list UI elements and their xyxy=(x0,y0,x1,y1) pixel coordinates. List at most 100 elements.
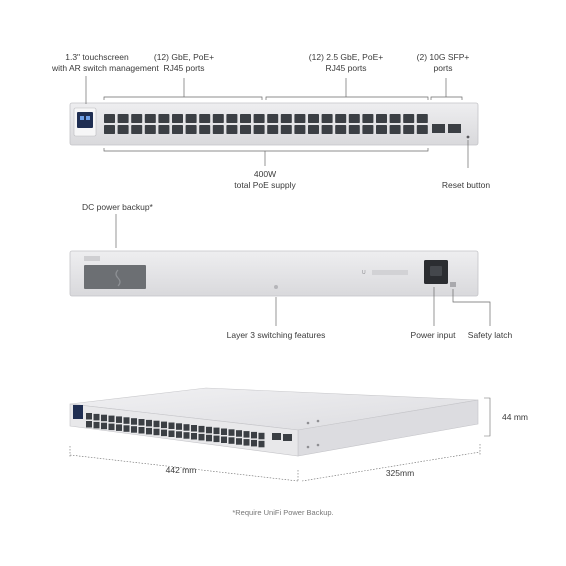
perspective-rj45-port xyxy=(198,433,205,441)
gbe-ports-label-line2: RJ45 ports xyxy=(163,63,205,73)
touchscreen-label-line1: 1.3" touchscreen xyxy=(65,52,129,62)
perspective-rj45-port xyxy=(116,416,122,423)
perspective-rj45-port xyxy=(236,430,242,437)
poe-supply-label: 400W total PoE supply xyxy=(222,169,308,191)
rj45-port xyxy=(185,114,197,123)
touchscreen-label: 1.3" touchscreen with AR switch manageme… xyxy=(52,52,159,74)
rack-screw-icon xyxy=(306,421,310,425)
perspective-rj45-port xyxy=(101,414,107,422)
rj45-port xyxy=(172,125,183,134)
perspective-rj45-port xyxy=(206,426,212,434)
perspective-rj45-port xyxy=(251,431,257,439)
rj45-port xyxy=(212,114,224,123)
perspective-sfp-port xyxy=(272,433,281,440)
sfp-port xyxy=(432,124,445,133)
dc-power-backup-port xyxy=(84,265,146,289)
perspective-sfp-port xyxy=(283,434,292,441)
perspective-rj45-port xyxy=(176,431,182,438)
perspective-rj45-port xyxy=(191,433,197,440)
rj45-port xyxy=(212,125,224,134)
perspective-rj45-port xyxy=(138,419,145,426)
ubiquiti-logo-icon: U xyxy=(362,270,366,276)
rj45-port xyxy=(308,125,319,134)
rj45-port xyxy=(131,114,143,123)
front-view xyxy=(69,102,479,146)
perspective-rj45-port xyxy=(258,440,265,448)
perspective-rj45-port xyxy=(131,418,137,425)
perspective-rj45-port xyxy=(123,425,130,432)
perspective-rj45-port xyxy=(108,415,115,423)
sfp-ports-label-line2: ports xyxy=(433,63,453,73)
perspective-rj45-port xyxy=(213,427,220,435)
rear-view: U xyxy=(69,250,479,297)
rj45-port xyxy=(104,125,115,134)
layer3-label: Layer 3 switching features xyxy=(226,330,326,340)
rj45-port xyxy=(389,125,401,134)
perspective-rj45-port xyxy=(153,428,160,436)
perspective-rj45-port xyxy=(206,434,212,442)
gbe25-ports-label-line2: RJ45 ports xyxy=(325,63,367,73)
safety-latch-label: Safety latch xyxy=(467,330,513,340)
rj45-port xyxy=(158,125,170,134)
rj45-port xyxy=(321,125,333,134)
perspective-rj45-port xyxy=(221,436,227,443)
perspective-rj45-port xyxy=(153,420,160,428)
gbe-bracket-line xyxy=(103,96,263,100)
perspective-rj45-port xyxy=(176,423,182,430)
rj45-port xyxy=(144,125,156,134)
sfp-bracket-line xyxy=(430,96,463,100)
rj45-port xyxy=(104,114,115,123)
rj45-port xyxy=(280,125,292,134)
dimension-lines xyxy=(69,397,491,482)
rj45-port xyxy=(416,125,428,134)
depth-dimension-line xyxy=(301,451,481,482)
rj45-port xyxy=(403,125,415,134)
gbe25-bracket-line xyxy=(265,96,429,100)
rj45-port xyxy=(416,114,428,123)
rj45-port xyxy=(362,114,374,123)
dc-backup-label: DC power backup* xyxy=(82,202,153,212)
rj45-port xyxy=(253,114,265,123)
rj45-port xyxy=(403,114,415,123)
perspective-rj45-port xyxy=(123,417,130,424)
rj45-port xyxy=(321,114,333,123)
front-port-group xyxy=(104,114,428,134)
rj45-port xyxy=(280,114,292,123)
rj45-port xyxy=(294,114,306,123)
reset-button-icon xyxy=(466,135,470,139)
rj45-port xyxy=(376,114,387,123)
touchscreen-icon xyxy=(77,112,93,128)
perspective-rj45-port xyxy=(198,425,205,433)
depth-dimension-label: 325mm xyxy=(378,468,422,479)
poe-bracket-line xyxy=(103,148,429,152)
rack-screw-icon xyxy=(306,445,310,449)
gbe-ports-label: (12) GbE, PoE+ RJ45 ports xyxy=(148,52,220,74)
rear-regulatory-marking xyxy=(372,270,408,275)
perspective-rj45-port xyxy=(183,424,190,431)
rj45-port xyxy=(117,114,129,123)
perspective-rj45-port xyxy=(101,422,107,430)
rj45-port xyxy=(308,114,319,123)
perspective-rj45-port xyxy=(168,430,175,437)
poe-supply-label-line1: 400W xyxy=(253,169,277,179)
rj45-port xyxy=(348,125,360,134)
height-dimension-line xyxy=(484,397,491,437)
width-dimension-label: 442 mm xyxy=(158,465,204,476)
perspective-rj45-port xyxy=(243,431,250,438)
rj45-port xyxy=(144,114,156,123)
perspective-rj45-port xyxy=(251,439,257,447)
perspective-rj45-port xyxy=(116,424,122,431)
sfp-ports-label-line1: (2) 10G SFP+ xyxy=(416,52,470,62)
rear-chassis xyxy=(69,250,479,297)
power-input-icon xyxy=(430,266,442,276)
touchscreen-label-line2: with AR switch management xyxy=(52,63,159,73)
rj45-port xyxy=(158,114,170,123)
perspective-rj45-port xyxy=(161,421,167,429)
rj45-port xyxy=(131,125,143,134)
rj45-port xyxy=(172,114,183,123)
rj45-port xyxy=(267,114,279,123)
perspective-rj45-port xyxy=(161,429,167,437)
rear-label-plate xyxy=(84,256,100,261)
sfp-port xyxy=(448,124,461,133)
rj45-port xyxy=(294,125,306,134)
